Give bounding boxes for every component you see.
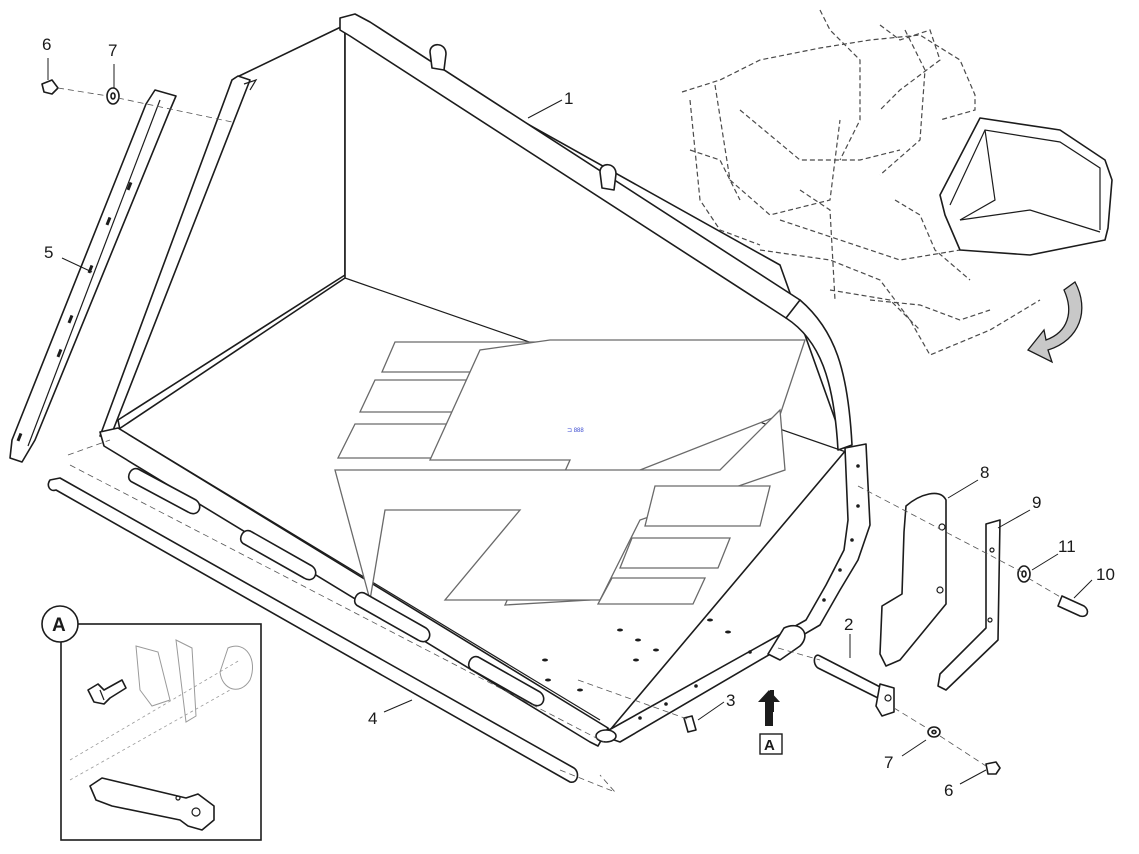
callout-7-upper: 7: [108, 41, 117, 60]
part-10-bolt[interactable]: [1057, 595, 1089, 618]
tilt-direction-arrow: [1026, 281, 1083, 364]
part-5-side-strip[interactable]: [9, 89, 177, 463]
callout-5: 5: [44, 243, 53, 262]
leader-lines: [47, 58, 1093, 790]
part-11-washer[interactable]: [1017, 565, 1031, 583]
callout-1: 1: [564, 89, 573, 108]
part-6-bolt-lower[interactable]: [985, 761, 1001, 775]
watermark-logo: ⊐ 888: [334, 339, 806, 606]
part-8-side-plate[interactable]: [879, 492, 947, 667]
machine-frame-overview: [681, 9, 1041, 356]
assembly-lines: [57, 87, 1063, 793]
callout-6-lower: 6: [944, 781, 953, 800]
callout-6-upper: 6: [42, 35, 51, 54]
view-a-pointer: A: [758, 690, 783, 755]
part-7-washer-lower[interactable]: [927, 726, 941, 738]
callout-3: 3: [726, 691, 735, 710]
callout-7-lower: 7: [884, 753, 893, 772]
part-2-pin[interactable]: [813, 654, 895, 717]
callout-4: 4: [368, 709, 377, 728]
floor-holes: [542, 618, 731, 692]
callout-2: 2: [844, 615, 853, 634]
callout-11: 11: [1058, 537, 1076, 556]
detail-view-a: A: [41, 605, 262, 841]
callout-10: 10: [1096, 565, 1115, 584]
part-7-washer-upper[interactable]: [106, 87, 120, 105]
part-4-bar[interactable]: [47, 477, 579, 783]
part-9-bracket[interactable]: [937, 519, 1001, 691]
part-6-bolt-upper[interactable]: [41, 79, 59, 95]
overview-bucket: [939, 117, 1113, 256]
part-13-clip[interactable]: [87, 679, 127, 705]
callout-9: 9: [1032, 493, 1041, 512]
hinge-rollers: [69, 464, 605, 743]
part-3-roll-pin[interactable]: [683, 715, 697, 733]
detail-view-badge: A: [52, 615, 66, 636]
part-12-bracket[interactable]: [89, 777, 215, 831]
view-a-pointer-badge: A: [764, 737, 775, 754]
svg-text:⊐ 888: ⊐ 888: [567, 428, 584, 434]
callout-8: 8: [980, 463, 989, 482]
